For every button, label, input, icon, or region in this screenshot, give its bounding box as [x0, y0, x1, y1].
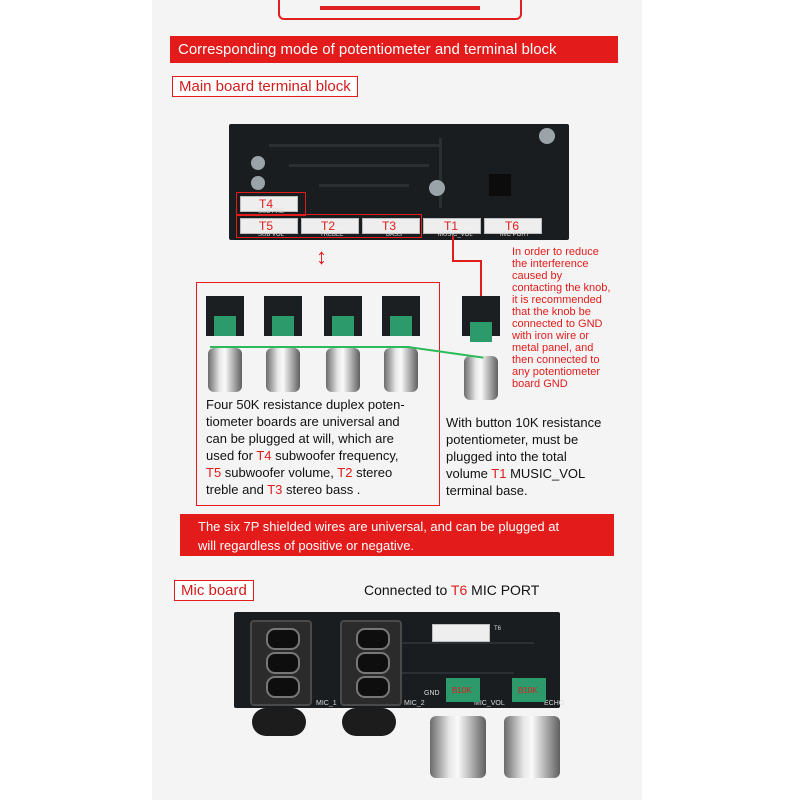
desc-line: Four 50K resistance duplex poten-	[206, 397, 405, 412]
gnd-note-line: In order to reduce	[512, 246, 599, 258]
terminal-label-t4: T4	[259, 197, 274, 211]
gnd-note-line: any potentiometer	[512, 366, 601, 378]
desc-line: treble and T3 stereo bass .	[206, 482, 361, 497]
mic-jack-2	[340, 620, 402, 706]
gnd-note-line: with iron wire or	[512, 330, 590, 342]
knob-icon	[266, 348, 300, 392]
gnd-note-line: connected to GND	[512, 318, 603, 330]
desc-line: plugged into the total	[446, 449, 567, 464]
connector-t2	[301, 218, 359, 234]
gnd-note-line: contacting the knob,	[512, 282, 611, 294]
desc-line: T5 subwoofer volume, T2 stereo	[206, 465, 393, 480]
main-board-label: Main board terminal block	[172, 76, 358, 97]
gnd-note-line: it is recommended	[512, 294, 602, 306]
knob-icon	[384, 348, 418, 392]
connector-t1	[423, 218, 481, 234]
duplex-pot-box	[196, 282, 440, 506]
desc-line: tiometer boards are universal and	[206, 414, 400, 429]
double-arrow-icon: ↕	[316, 244, 327, 269]
terminal-sub-t2: TREBLE	[320, 232, 344, 238]
mic-pcb-label-t6: T6	[494, 626, 502, 632]
terminal-sub-t6: MIC PORT	[500, 232, 530, 238]
terminal-sub-t1: MUSIC_VOL	[438, 232, 473, 238]
gnd-note-line: the interference	[512, 258, 589, 270]
knob-icon	[430, 716, 486, 778]
pot-icon	[390, 316, 412, 336]
knob-icon	[504, 716, 560, 778]
mic-pot-label: B10K	[452, 686, 472, 695]
terminal-sub-t5: SUB VOL	[258, 232, 285, 238]
desc-line: potentiometer, must be	[446, 432, 579, 447]
mic-jack-1	[250, 620, 312, 706]
terminal-sub-t3: BASS	[386, 232, 403, 238]
terminal-sub-t4: SUB FRE	[258, 209, 285, 215]
connector-t4	[240, 196, 298, 212]
t1-connector-line	[452, 236, 454, 260]
main-board-label-text: Main board terminal block	[179, 78, 351, 95]
connector-t3	[362, 218, 420, 234]
connector-t5	[240, 218, 298, 234]
mic-board-label: Mic board	[174, 580, 254, 601]
t1-connector-line-v	[480, 260, 482, 296]
jack-barrel-icon	[252, 708, 306, 736]
mic-pcb-label-gnd: GND	[424, 690, 440, 697]
title-banner: Corresponding mode of potentiometer and …	[170, 36, 618, 63]
pot-icon	[332, 316, 354, 336]
desc-line: With button 10K resistance	[446, 415, 602, 430]
pot-icon	[512, 678, 546, 702]
wires-banner: The six 7P shielded wires are universal,…	[180, 514, 614, 556]
wires-banner-line: The six 7P shielded wires are universal,…	[198, 519, 560, 534]
jack-barrel-icon	[342, 708, 396, 736]
pot-icon	[446, 678, 480, 702]
t4-highlight-box	[236, 192, 306, 216]
gnd-note-line: then connected to	[512, 354, 600, 366]
ground-wire	[210, 346, 410, 348]
title-banner-text: Corresponding mode of potentiometer and …	[178, 41, 557, 58]
mic-pcb-label-mic2: MIC_2	[404, 700, 425, 707]
gnd-note-line: board GND	[512, 378, 568, 390]
gnd-note-line: metal panel, and	[512, 342, 594, 354]
duplex-description: Four 50K resistance duplex poten- tiomet…	[206, 396, 438, 498]
pot-icon	[214, 316, 236, 336]
terminal-label-t6: T6	[505, 219, 520, 233]
knob-icon	[326, 348, 360, 392]
gnd-note: In order to reduce the interference caus…	[512, 246, 610, 390]
terminal-label-t5: T5	[259, 219, 274, 233]
connector-t6	[484, 218, 542, 234]
desc-line: used for T4 subwoofer frequency,	[206, 448, 399, 463]
button-pot-description: With button 10K resistance potentiometer…	[446, 414, 636, 499]
terminal-label-t1: T1	[444, 219, 459, 233]
knob-icon	[208, 348, 242, 392]
mic-board-label-text: Mic board	[181, 582, 247, 599]
wires-banner-line: will regardless of positive or negative.	[198, 538, 415, 553]
pot-icon	[272, 316, 294, 336]
knob-icon	[464, 356, 498, 400]
gnd-note-line: that the knob be	[512, 306, 591, 318]
terminal-label-t3: T3	[382, 219, 397, 233]
pot-icon	[470, 322, 492, 342]
mic-connected-caption: Connected to T6 MIC PORT	[364, 582, 540, 598]
terminal-label-t2: T2	[321, 219, 336, 233]
desc-line: terminal base.	[446, 483, 528, 498]
mic-connector	[432, 624, 490, 642]
desc-line: can be plugged at will, which are	[206, 431, 394, 446]
mic-pot-label: B10K	[518, 686, 538, 695]
t1-connector-line-h	[452, 260, 482, 262]
gnd-note-line: caused by	[512, 270, 563, 282]
top-badge	[278, 0, 522, 20]
mic-pcb-label-micvol: MIC_VOL	[474, 700, 505, 707]
desc-line: volume T1 MUSIC_VOL	[446, 466, 586, 481]
mic-pcb-label-echo: ECHO	[544, 700, 565, 707]
terminal-highlight-box	[236, 214, 422, 238]
mic-pcb-label-mic1: MIC_1	[316, 700, 337, 707]
